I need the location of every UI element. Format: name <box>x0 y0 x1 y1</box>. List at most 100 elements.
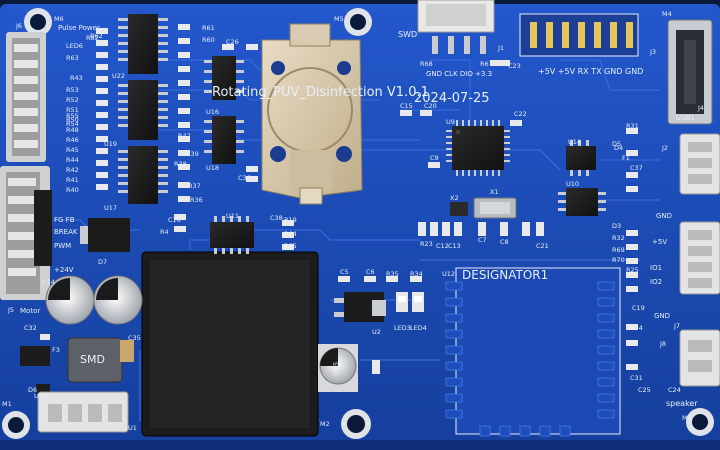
refdes-label: R38 <box>174 160 187 168</box>
refdes-label: J8 <box>659 340 666 348</box>
refdes-label: R47 <box>178 132 191 140</box>
refdes-label: M3 <box>682 414 692 422</box>
ic-column-left <box>118 14 168 204</box>
refdes-label: U1 <box>128 424 137 432</box>
refdes-label: C16 <box>168 216 181 224</box>
refdes-label: U13 <box>34 392 47 400</box>
silkscreen: Rotating_PUV_Disinfection V1.0.1 2024-07… <box>2 10 704 432</box>
refdes-label: C15 <box>400 102 413 110</box>
plus5v-label: +5V <box>652 238 667 246</box>
refdes-label: R69 <box>612 246 625 254</box>
refdes-label: LED4 <box>410 324 427 332</box>
mount-hole-m6 <box>24 8 52 36</box>
refdes-label: R43 <box>70 74 83 82</box>
refdes-label: R37 <box>188 182 201 190</box>
refdes-label: R36 <box>190 196 203 204</box>
refdes-label: R54 <box>66 120 79 128</box>
io1-label: IO1 <box>650 264 662 272</box>
refdes-label: C22 <box>514 110 527 118</box>
refdes-label: R82 <box>86 34 99 42</box>
refdes-label: J3 <box>649 48 656 56</box>
module-designator: DESIGNATOR1 <box>462 268 548 282</box>
board-edge <box>0 440 720 450</box>
motor-label: Motor <box>20 307 40 315</box>
inductor-marking: SMD <box>80 353 105 366</box>
refdes-label: R63 <box>66 54 79 62</box>
cap-marking: SMD <box>331 362 338 376</box>
refdes-label: C23 <box>508 62 521 70</box>
refdes-label: R61 <box>202 24 215 32</box>
refdes-label: U12 <box>442 270 455 278</box>
motor-pin-label-3: PWM <box>54 242 71 250</box>
ic-u19 <box>118 80 168 140</box>
refdes-label: M2 <box>320 420 330 428</box>
power-module-u1 <box>141 251 319 437</box>
refdes-label: C31 <box>630 374 643 382</box>
ic-u18 <box>204 116 244 164</box>
refdes-label: U10 <box>566 180 579 188</box>
refdes-label: C13 <box>448 242 461 250</box>
refdes-label: R62 <box>90 32 103 40</box>
coin-cell-holder <box>261 23 363 205</box>
refdes-label: C34 <box>42 278 55 286</box>
refdes-label: R51 <box>66 106 79 114</box>
refdes-label: D4 <box>614 144 623 152</box>
refdes-label: J4 <box>697 104 704 112</box>
refdes-label: C24 <box>668 386 681 394</box>
refdes-label: R60 <box>202 36 215 44</box>
refdes-label: J1 <box>497 44 504 52</box>
mount-hole-m2 <box>341 409 371 439</box>
refdes-label: F1 <box>622 154 630 162</box>
usb-connector <box>667 19 713 125</box>
connector-pulse-power <box>6 32 46 162</box>
connector-j2 <box>679 133 720 195</box>
connector-bottom <box>37 391 129 433</box>
usb-label: USB1 <box>676 114 695 122</box>
refdes-label: C25 <box>638 386 651 394</box>
refdes-label: R31 <box>626 122 639 130</box>
board-date: 2024-07-25 <box>414 91 490 106</box>
led-array <box>396 292 424 312</box>
refdes-label: J5 <box>7 306 14 314</box>
refdes-label: C7 <box>478 236 487 244</box>
refdes-label: R44 <box>66 156 79 164</box>
refdes-label: C9 <box>430 154 439 162</box>
mounting-holes <box>2 8 714 439</box>
refdes-label: R46 <box>66 136 79 144</box>
connector-speaker <box>679 329 720 387</box>
connector-j3 <box>679 221 720 295</box>
refdes-label: U17 <box>104 204 117 212</box>
refdes-label: M6 <box>54 15 64 23</box>
crystal-x1 <box>473 197 517 219</box>
refdes-label: C32 <box>24 324 37 332</box>
refdes-label: U2 <box>372 328 381 336</box>
refdes-label: X1 <box>490 188 499 196</box>
refdes-label: R68 <box>420 60 433 68</box>
motor-pin-label-2: BREAK <box>54 228 78 236</box>
refdes-label: R35 <box>386 270 399 278</box>
refdes-label: M5 <box>334 15 344 23</box>
refdes-label: U14 <box>568 138 581 146</box>
refdes-label: R48 <box>66 126 79 134</box>
refdes-label: R50 <box>66 116 79 124</box>
module-u12-footprint <box>445 267 621 437</box>
refdes-label: LED3 <box>394 324 411 332</box>
refdes-label: D6 <box>28 386 37 394</box>
crystal-x2 <box>450 202 468 216</box>
ic-u10 <box>558 188 606 216</box>
refdes-label: U19 <box>104 140 117 148</box>
ic-u17 <box>118 146 168 204</box>
refdes-label: R45 <box>66 146 79 154</box>
electrolytic-cap-c33 <box>93 275 143 325</box>
refdes-label: R41 <box>66 176 79 184</box>
refdes-label: R34 <box>410 270 423 278</box>
refdes-label: C20 <box>424 102 437 110</box>
mosfet-q <box>80 218 130 252</box>
refdes-label: R42 <box>66 166 79 174</box>
gnd-label-a: GND <box>656 212 672 220</box>
refdes-label: C26 <box>226 38 239 46</box>
ic-u22 <box>118 14 168 74</box>
refdes-label: R19 <box>284 216 297 224</box>
